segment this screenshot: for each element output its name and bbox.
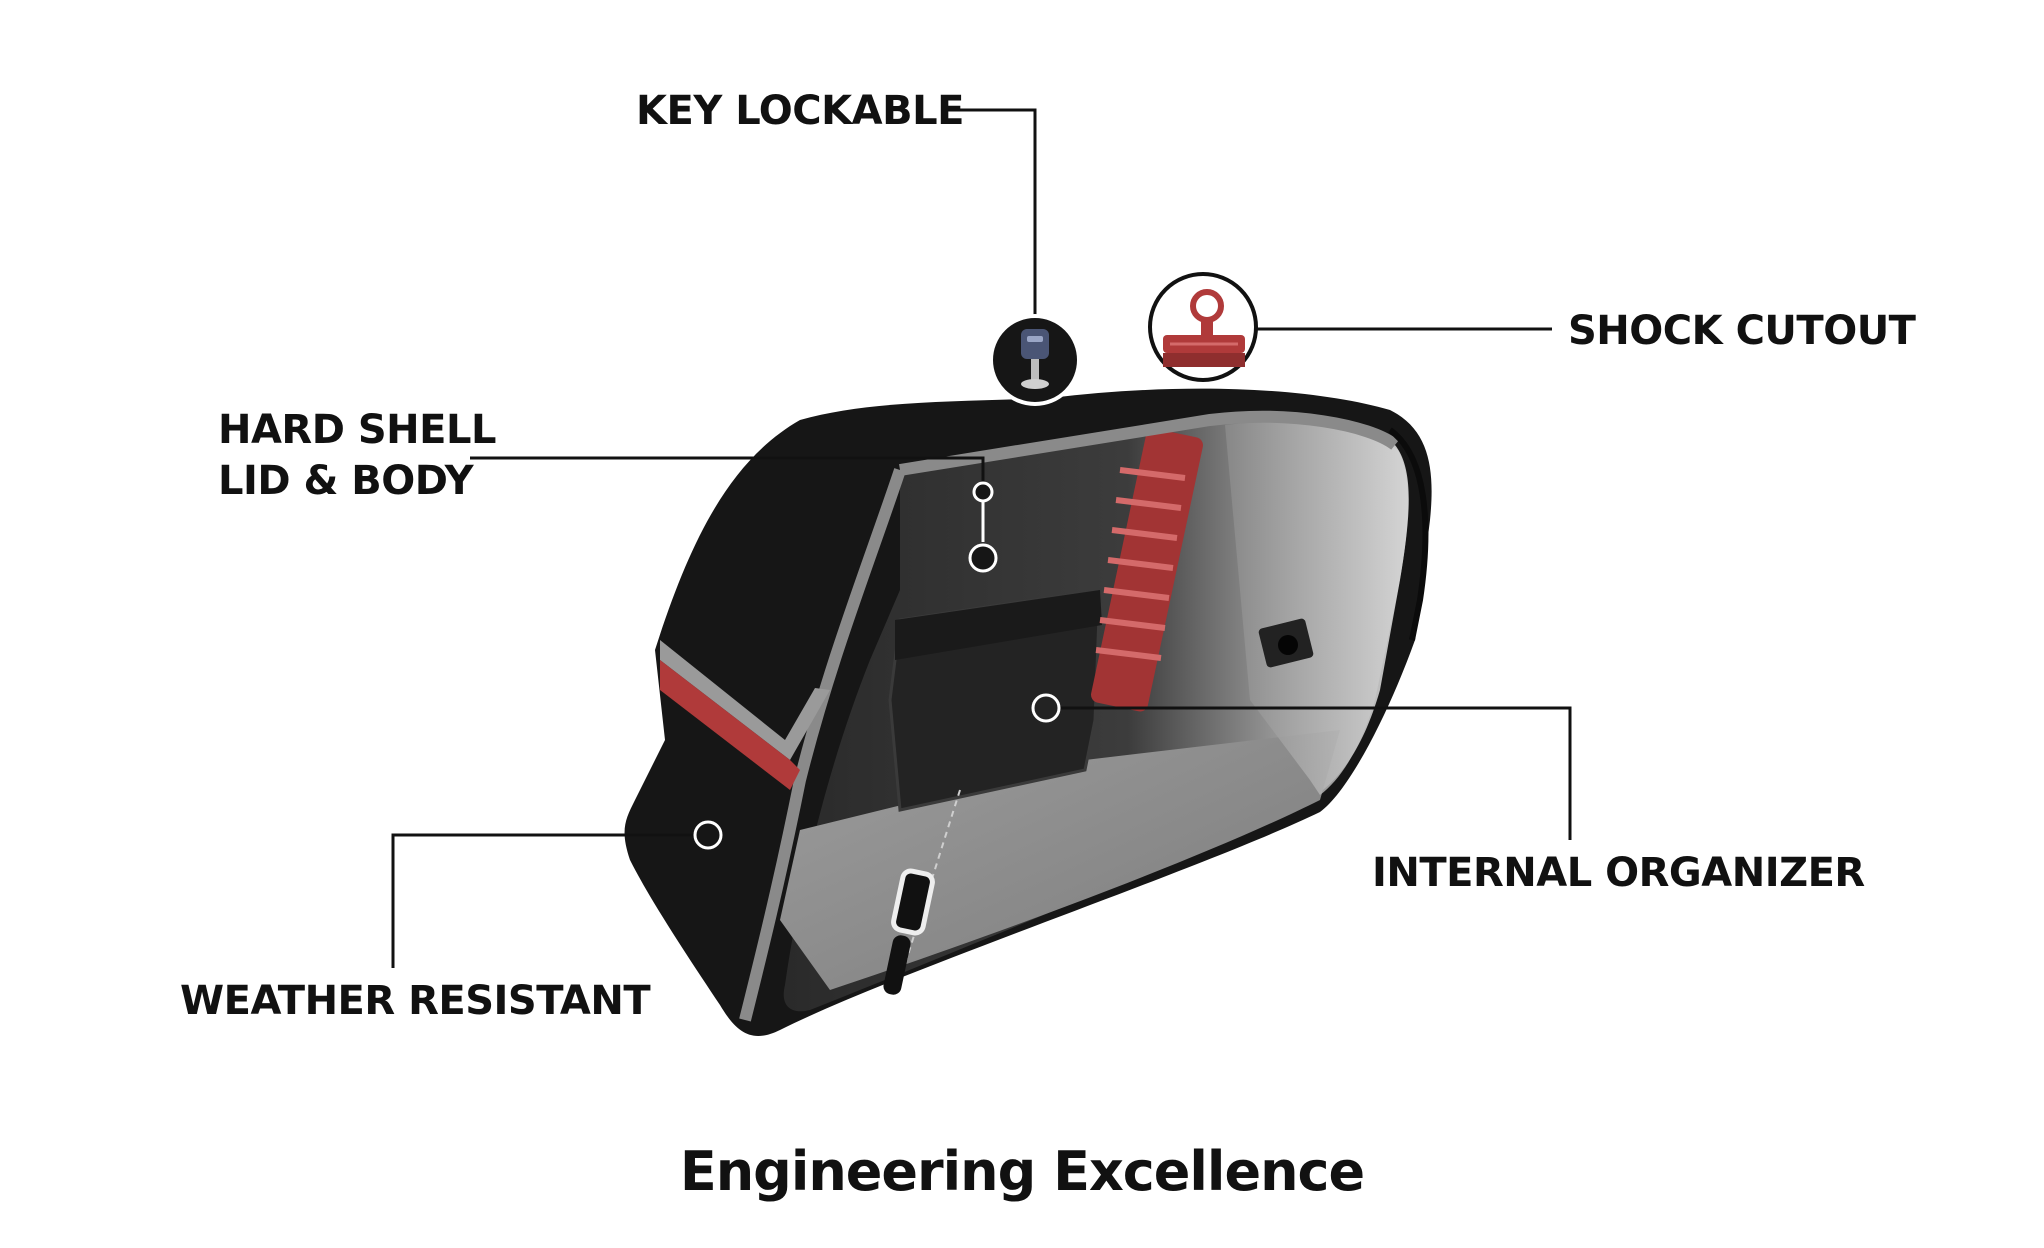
organizer-flap — [895, 590, 1102, 660]
zipper-pull — [883, 789, 961, 995]
shock-absorber-icon — [1163, 289, 1245, 367]
shock-cutout-badge — [1148, 272, 1258, 382]
callout-markers — [693, 481, 1061, 850]
label-weather-resistant: WEATHER RESISTANT — [180, 978, 651, 1024]
diagram-caption: Engineering Excellence — [680, 1140, 1364, 1203]
leader-lines — [391, 108, 1572, 968]
leader-hard-shell — [470, 456, 985, 492]
marker-weather-resistant — [693, 820, 723, 850]
marker-hard-shell — [968, 543, 998, 573]
key-lock-badge — [989, 314, 1081, 406]
shock-absorber — [1091, 428, 1203, 712]
label-shock-cutout: SHOCK CUTOUT — [1568, 308, 1917, 354]
label-hard-shell-line2: LID & BODY — [218, 458, 475, 504]
label-key-lockable: KEY LOCKABLE — [636, 88, 964, 134]
side-latch-knob — [1278, 635, 1298, 655]
interior-right-wall — [1225, 421, 1409, 795]
leader-internal-organizer — [1060, 706, 1572, 840]
accent-chevron-red — [660, 660, 800, 790]
leader-key-lockable — [945, 108, 1037, 318]
rear-lid-edge — [1388, 427, 1429, 641]
marker-hard-shell-top — [972, 481, 994, 503]
saddlebag-illustration — [624, 388, 1432, 1036]
leader-weather-resistant — [391, 833, 695, 968]
label-internal-organizer: INTERNAL ORGANIZER — [1372, 850, 1865, 896]
key-icon — [1021, 329, 1049, 389]
marker-internal-organizer — [1031, 693, 1061, 723]
lid-trim — [899, 410, 1399, 476]
front-trim — [739, 468, 906, 1022]
label-hard-shell-line1: HARD SHELL — [218, 407, 496, 453]
